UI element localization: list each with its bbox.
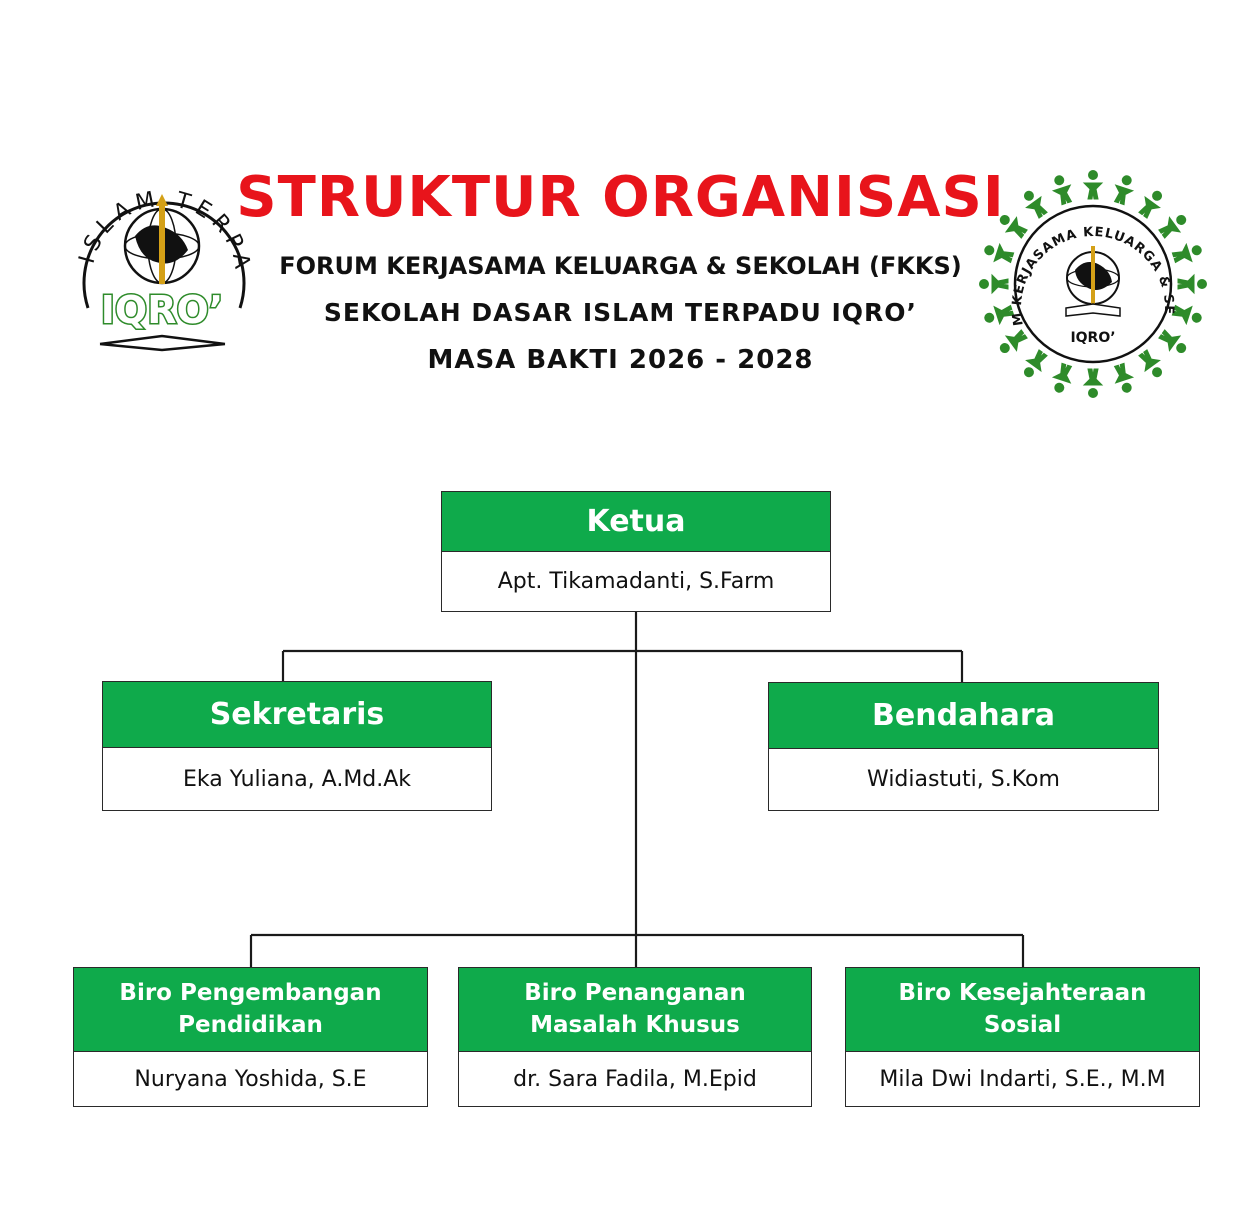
org-box-ketua: Ketua Apt. Tikamadanti, S.Farm [441, 491, 831, 612]
subtitle-forum: FORUM KERJASAMA KELUARGA & SEKOLAH (FKKS… [279, 252, 962, 280]
member-name: Apt. Tikamadanti, S.Farm [497, 569, 775, 594]
member-name: dr. Sara Fadila, M.Epid [513, 1066, 757, 1092]
member-name: Widiastuti, S.Kom [867, 767, 1060, 792]
person-figure-icon [1051, 362, 1073, 393]
member-name: Eka Yuliana, A.Md.Ak [182, 766, 412, 792]
member-name: Nuryana Yoshida, S.E [134, 1066, 367, 1092]
sdit-iqro-logo: SD ISLAM TERPADU IQRO’ [70, 158, 249, 352]
role-label: Sekretaris [103, 682, 491, 748]
person-figure-icon [1113, 175, 1135, 206]
person-figure-icon [1051, 175, 1073, 206]
person-figure-icon [1082, 170, 1104, 200]
person-figure-icon [999, 329, 1028, 354]
role-label: Ketua [442, 492, 830, 552]
svg-text:IQRO’: IQRO’ [1070, 330, 1115, 346]
org-box-biro-kesejahteraan-sosial: Biro Kesejahteraan Sosial Mila Dwi Indar… [845, 967, 1200, 1107]
person-figure-icon [1023, 349, 1048, 378]
person-figure-icon [1158, 214, 1187, 239]
person-figure-icon [984, 304, 1015, 326]
person-figure-icon [979, 273, 1009, 295]
org-box-sekretaris: Sekretaris Eka Yuliana, A.Md.Ak [102, 681, 492, 811]
fkks-logo: FORUM KERJASAMA KELUARGA & SEKOLAH IQRO’ [978, 170, 1207, 398]
member-name: Mila Dwi Indarti, S.E., M.M [879, 1066, 1166, 1092]
person-figure-icon [1177, 273, 1207, 295]
role-label: Biro Penanganan Masalah Khusus [459, 968, 811, 1052]
person-figure-icon [984, 242, 1015, 264]
role-label: Biro Kesejahteraan Sosial [846, 968, 1199, 1052]
person-figure-icon [1171, 304, 1202, 326]
person-figure-icon [1158, 329, 1187, 354]
org-box-biro-pengembangan-pendidikan: Biro Pengembangan Pendidikan Nuryana Yos… [73, 967, 428, 1107]
subtitle-school: SEKOLAH DASAR ISLAM TERPADU IQRO’ [323, 298, 918, 327]
org-box-bendahara: Bendahara Widiastuti, S.Kom [768, 682, 1159, 811]
person-figure-icon [999, 214, 1028, 239]
role-label: Bendahara [769, 683, 1158, 749]
svg-text:IQRO’: IQRO’ [101, 288, 223, 332]
page-title: STRUKTUR ORGANISASI [236, 165, 1005, 230]
person-figure-icon [1138, 349, 1163, 378]
org-box-biro-penanganan-masalah-khusus: Biro Penanganan Masalah Khusus dr. Sara … [458, 967, 812, 1107]
person-figure-icon [1171, 242, 1202, 264]
person-figure-icon [1082, 368, 1104, 398]
person-figure-icon [1023, 190, 1048, 219]
person-figure-icon [1138, 190, 1163, 219]
role-label: Biro Pengembangan Pendidikan [74, 968, 427, 1052]
subtitle-period: MASA BAKTI 2026 - 2028 [427, 345, 814, 375]
person-figure-icon [1113, 362, 1135, 393]
